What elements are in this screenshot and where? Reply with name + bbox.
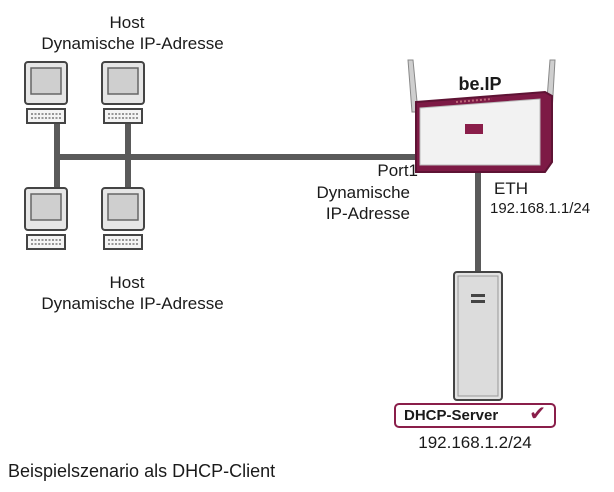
server-icon [453,271,503,401]
dhcp-server-label: DHCP-Server [404,407,499,424]
top-host-address: Dynamische IP-Adresse [41,34,224,53]
bottom-host-address: Dynamische IP-Adresse [41,294,224,313]
port-address-line1: Dynamische [316,183,410,202]
eth-address: 192.168.1.1/24 [490,200,591,217]
dhcp-server-badge: DHCP-Server ✔ [394,403,556,428]
router-name: be.IP [458,74,502,94]
computer-icon [101,61,145,124]
computer-icon [24,61,68,124]
eth-label: ETH [494,179,528,198]
top-host-title: Host [109,13,145,32]
router-icon [407,59,556,173]
port-label: Port1 [377,161,418,180]
cables [54,117,481,272]
computer-icon [24,187,68,250]
checkmark-icon: ✔ [529,403,546,425]
figure-caption: Beispielszenario als DHCP-Client [8,461,276,481]
server-address: 192.168.1.2/24 [418,433,532,452]
port-address-line2: IP-Adresse [325,204,410,223]
bottom-host-title: Host [109,273,145,292]
computer-icon [101,187,145,250]
